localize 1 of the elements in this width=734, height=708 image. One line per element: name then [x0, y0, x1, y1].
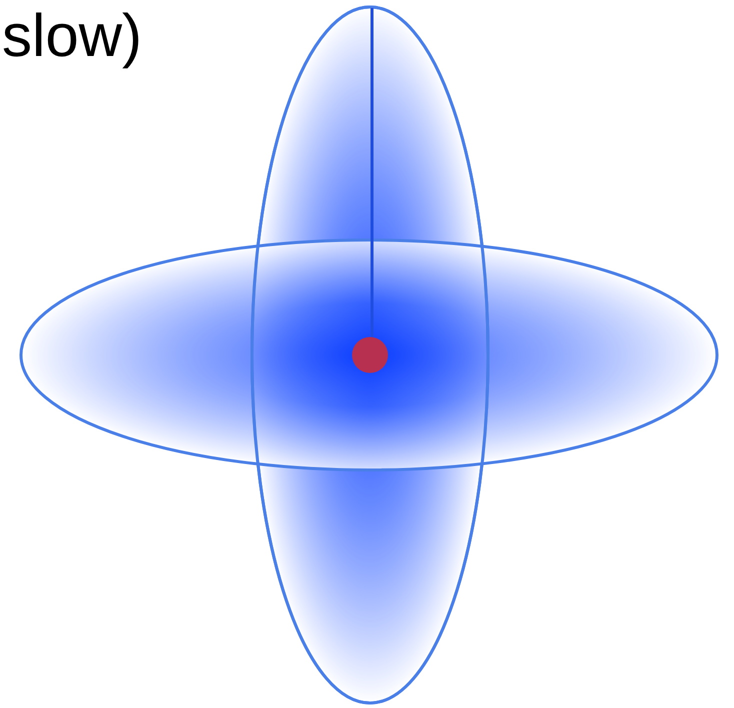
label-text: slow) — [2, 1, 142, 71]
